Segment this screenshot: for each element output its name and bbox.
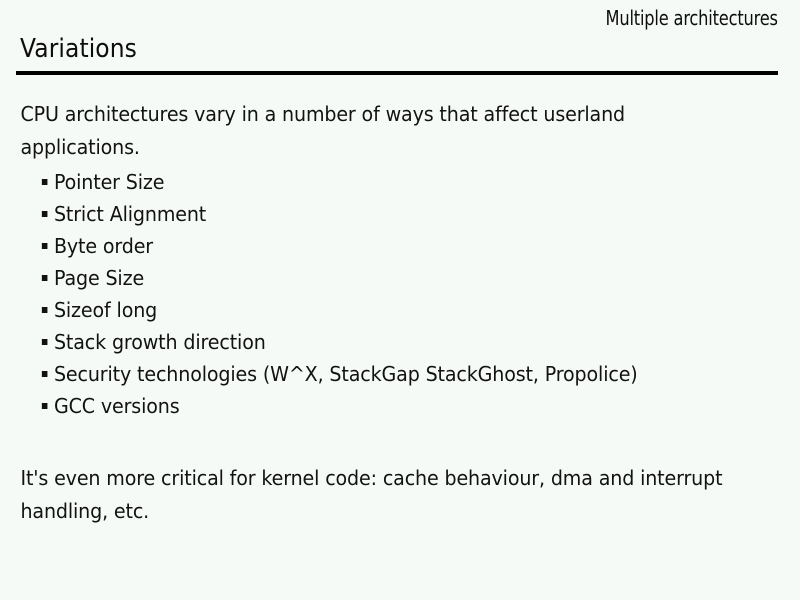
list-item-label: Stack growth direction <box>53 330 266 354</box>
header-subtitle: Multiple architectures <box>605 6 779 30</box>
list-item-label: Security technologies (W^X, StackGap Sta… <box>53 362 638 386</box>
intro-paragraph: CPU architectures vary in a number of wa… <box>20 102 626 159</box>
list-item: GCC versions <box>0 390 744 422</box>
square-bullet-icon <box>41 179 48 185</box>
square-bullet-icon <box>41 339 48 345</box>
list-item-label: Strict Alignment <box>53 202 207 226</box>
list-item-label: Byte order <box>53 234 154 258</box>
square-bullet-icon <box>41 275 48 281</box>
list-item-label: Sizeof long <box>53 298 158 322</box>
slide-header: Multiple architectures Variations <box>0 0 800 78</box>
square-bullet-icon <box>41 211 48 217</box>
list-item: Pointer Size <box>0 166 744 198</box>
list-item-label: Page Size <box>53 266 145 290</box>
square-bullet-icon <box>41 243 48 249</box>
list-item-label: Pointer Size <box>53 170 165 194</box>
variations-bullet-list: Pointer Size Strict Alignment Byte order… <box>0 166 800 422</box>
list-item-label: GCC versions <box>53 394 180 418</box>
list-item: Page Size <box>0 262 744 294</box>
spacer <box>0 422 800 462</box>
square-bullet-icon <box>41 403 48 409</box>
list-item: Byte order <box>0 230 744 262</box>
square-bullet-icon <box>41 307 48 313</box>
header-divider <box>16 71 778 75</box>
page-title: Variations <box>20 34 137 64</box>
list-item: Strict Alignment <box>0 198 744 230</box>
list-item: Sizeof long <box>0 294 744 326</box>
outro-paragraph: It's even more critical for kernel code:… <box>20 466 723 523</box>
list-item: Stack growth direction <box>0 326 744 358</box>
list-item: Security technologies (W^X, StackGap Sta… <box>0 358 744 390</box>
slide-body: CPU architectures vary in a number of wa… <box>0 98 800 528</box>
square-bullet-icon <box>41 371 48 377</box>
